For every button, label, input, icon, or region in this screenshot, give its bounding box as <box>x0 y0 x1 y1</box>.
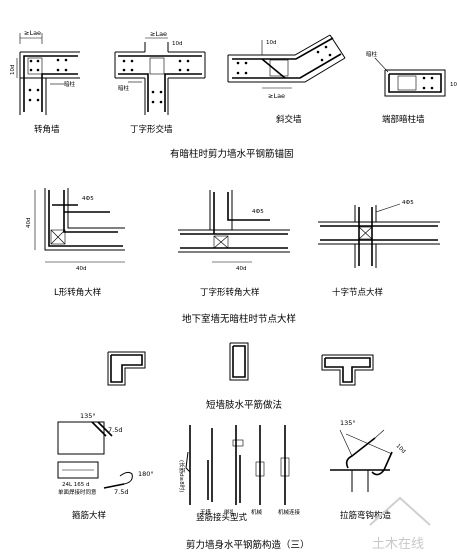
l-corner-detail <box>34 188 125 263</box>
end-10d-label: 10d <box>450 82 457 88</box>
oblique-lae-label: ≥Lae <box>268 92 285 100</box>
tee-40d-label: 40d <box>236 266 247 272</box>
corner-stub-label: 暗柱 <box>64 80 76 88</box>
l-40d-horizontal-label: 40d <box>76 266 87 272</box>
tee-stub-label: 暗柱 <box>118 84 130 92</box>
cross-joint-caption: 十字节点大样 <box>332 287 384 298</box>
tee-no-column-caption: 丁字形转角大样 <box>200 287 260 298</box>
stirrup-180-label: 180° <box>138 470 154 478</box>
splice-caption: 竖筋接头型式 <box>196 512 248 523</box>
oblique-wall-caption: 斜交墙 <box>276 114 302 125</box>
watermark: 土木在线 <box>369 496 431 552</box>
l-4d5-label: 4Ф5 <box>82 196 94 202</box>
l-corner-caption: L形转角大样 <box>54 287 102 298</box>
tee-4d5-label: 4Ф5 <box>252 209 264 215</box>
stirrup-note-1: 24L 165 d <box>62 482 90 488</box>
end-column-wall-detail <box>374 57 446 97</box>
tee-wall-detail <box>114 37 206 115</box>
corner-wall-caption: 转角墙 <box>34 124 60 135</box>
cross-joint-detail <box>318 203 440 268</box>
oblique-wall-detail <box>227 34 346 89</box>
splice-key-3: 机械 <box>251 508 263 516</box>
tie-hook-detail <box>330 429 393 492</box>
splice-key-2: 绑扎 <box>224 508 236 516</box>
watermark-text: 土木在线 <box>372 537 424 552</box>
vertical-splice-detail <box>185 425 290 505</box>
splice-rotated-note: (长筋d≥8时) <box>178 460 186 492</box>
tee-lae-label: ≥Lae <box>150 30 167 38</box>
section3-title: 短墙肢水平筋做法 <box>206 399 282 411</box>
end-wall-caption: 端部暗柱墙 <box>382 114 425 125</box>
short-wall-details <box>107 342 374 386</box>
l-40d-vertical-label: 40d <box>26 218 32 229</box>
corner-10d-label: 10d <box>10 65 16 76</box>
stirrup-note-2: 单面焊接时同意 <box>58 488 97 496</box>
stirrup-7-5d-label-b: 7.5d <box>114 488 128 496</box>
tee-wall-caption: 丁字形交墙 <box>130 124 173 135</box>
stirrup-135-label: 135° <box>80 412 96 420</box>
section1-title: 有暗柱时剪力墙水平钢筋锚固 <box>170 148 294 160</box>
stirrup-7-5d-label-a: 7.5d <box>108 426 122 434</box>
corner-lae-label: ≥Lae <box>24 29 41 37</box>
tee-no-column-detail <box>178 190 290 263</box>
corner-wall-detail <box>16 33 80 115</box>
tie-hook-caption: 拉筋弯钩构造 <box>340 510 392 521</box>
hook-135-label: 135° <box>340 419 356 427</box>
section2-title: 地下室墙无暗柱时节点大样 <box>182 313 296 325</box>
cross-4d5-label: 4Ф5 <box>402 200 414 206</box>
tee-10d-label: 10d <box>172 41 183 47</box>
oblique-10d-label: 10d <box>266 40 277 46</box>
stirrup-caption: 箍筋大样 <box>72 510 107 521</box>
end-stub-label: 暗柱 <box>366 50 378 58</box>
splice-key-1: 无搭 <box>200 508 212 516</box>
hook-10d-label: 10d <box>395 443 407 455</box>
splice-key-4: 机械连接 <box>278 508 301 516</box>
stirrup-detail <box>57 421 133 489</box>
section4-title: 剪力墙身水平钢筋构造（三） <box>186 539 310 551</box>
